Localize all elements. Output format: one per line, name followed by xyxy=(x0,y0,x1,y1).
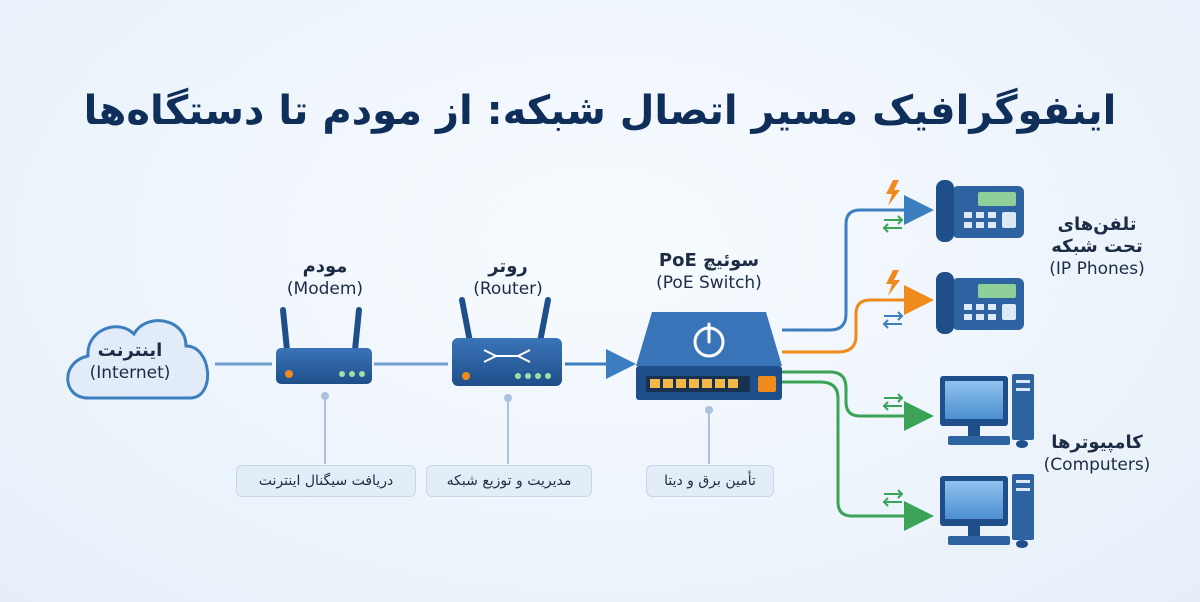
internet-label-en: (Internet) xyxy=(89,363,171,383)
page-title: اینفوگرافیک مسیر اتصال شبکه: از مودم تا … xyxy=(83,88,1117,134)
switch-label: سوئیچ PoE (PoE Switch) xyxy=(634,250,784,294)
router-icon xyxy=(452,297,562,386)
switch-label-en: (PoE Switch) xyxy=(656,273,762,293)
ip-phone-icon xyxy=(936,272,1024,334)
modem-label-fa: مودم xyxy=(302,256,348,277)
modem-icon xyxy=(276,307,372,384)
ip-phone-icon xyxy=(936,180,1024,242)
switch-label-fa: سوئیچ PoE xyxy=(658,250,760,271)
bidirectional-arrows-icon xyxy=(882,215,904,233)
modem-label-en: (Modem) xyxy=(286,279,364,299)
poe-switch-icon xyxy=(636,312,782,400)
router-label-fa: روتر xyxy=(488,256,528,277)
bidirectional-arrows-icon xyxy=(882,393,904,411)
internet-label-fa: اینترنت xyxy=(97,340,163,361)
lightning-icon xyxy=(886,180,900,206)
internet-label: اینترنت (Internet) xyxy=(80,340,180,384)
cloud-icon xyxy=(66,319,210,400)
router-label-en: (Router) xyxy=(473,279,543,299)
branch-lines xyxy=(782,195,934,531)
computers-label-fa: کامپیوترها xyxy=(1051,432,1143,453)
router-label: روتر (Router) xyxy=(448,256,568,300)
description-connectors xyxy=(321,392,713,464)
ip-phones-label-en: (IP Phones) xyxy=(1049,259,1145,279)
modem-description: دریافت سیگنال اینترنت xyxy=(236,465,416,497)
ip-phones-label: تلفن‌های تحت شبکه (IP Phones) xyxy=(1034,214,1160,280)
lightning-icon xyxy=(886,270,900,296)
computers-label-en: (Computers) xyxy=(1043,455,1151,475)
router-description: مدیریت و توزیع شبکه xyxy=(426,465,592,497)
ip-phones-label-fa1: تلفن‌های xyxy=(1057,214,1137,235)
modem-label: مودم (Modem) xyxy=(265,256,385,300)
computer-icon xyxy=(940,474,1034,548)
computer-icon xyxy=(940,374,1034,448)
computers-label: کامپیوترها (Computers) xyxy=(1034,432,1160,476)
bidirectional-arrows-icon xyxy=(882,311,904,329)
ip-phones-label-fa2: تحت شبکه xyxy=(1051,236,1143,257)
switch-description: تأمین برق و دیتا xyxy=(646,465,774,497)
bidirectional-arrows-icon xyxy=(882,489,904,507)
